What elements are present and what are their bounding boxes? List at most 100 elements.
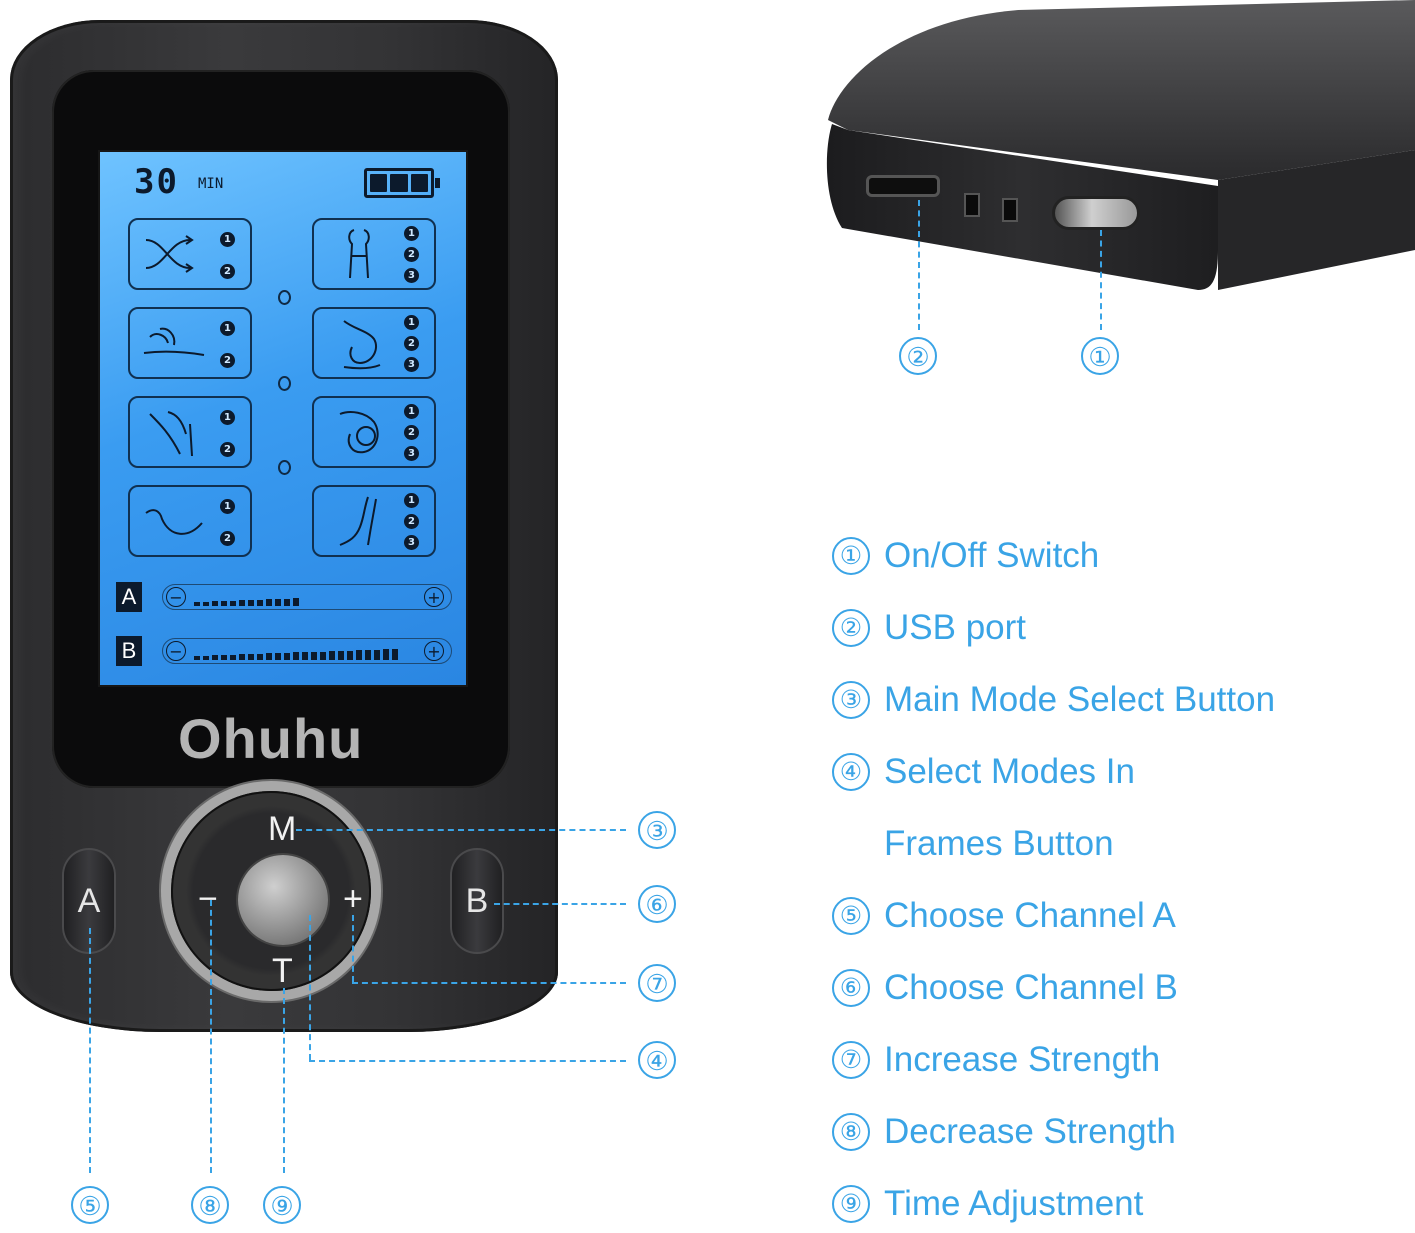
strength-bar — [365, 650, 371, 660]
strength-bar — [284, 599, 290, 606]
frame-num: 1 — [220, 321, 235, 336]
mode-frame-thumb: 1 2 3 — [312, 307, 436, 379]
legend-number: ③ — [832, 681, 870, 719]
strength-bar — [293, 598, 299, 606]
legend-item: ① On/Off Switch — [832, 536, 1099, 576]
channel-b-plus: + — [424, 641, 444, 661]
callout-6: ⑥ — [638, 885, 676, 923]
mode-frame-acupuncture: 1 2 — [128, 396, 252, 468]
frame-num: 2 — [220, 531, 235, 546]
callout-7: ⑦ — [638, 964, 676, 1002]
legend-text: Frames Button — [884, 824, 1114, 863]
channel-a-minus: − — [166, 587, 186, 607]
legend-text: Increase Strength — [884, 1040, 1161, 1079]
frame-num: 1 — [404, 404, 419, 419]
on-off-switch[interactable] — [1052, 196, 1140, 230]
strength-bar — [266, 599, 272, 606]
leader-line — [352, 915, 354, 982]
strength-bar — [356, 650, 362, 660]
leader-line — [283, 988, 285, 1173]
battery-icon — [364, 168, 440, 198]
legend-text: Choose Channel A — [884, 896, 1176, 935]
channel-a-plus: + — [424, 587, 444, 607]
mode-frame-body: 1 2 3 — [312, 218, 436, 290]
strength-bar — [239, 600, 245, 606]
legend-item: ④ Select Modes In — [832, 752, 1135, 792]
hand-massage-icon — [143, 327, 205, 356]
strength-bar — [239, 654, 245, 660]
legend-item: ⑥ Choose Channel B — [832, 968, 1178, 1008]
leader-line — [494, 903, 626, 905]
callout-4: ④ — [638, 1041, 676, 1079]
strength-bar — [257, 600, 263, 606]
frame-num: 2 — [220, 442, 235, 457]
callout-1: ① — [1081, 337, 1119, 375]
strength-bar — [203, 602, 209, 606]
frame-num: 3 — [404, 357, 419, 372]
channel-a-strength-track — [162, 584, 452, 610]
legend-item: ③ Main Mode Select Button — [832, 680, 1275, 720]
strength-bar — [203, 656, 209, 660]
legend-number: ⑥ — [832, 969, 870, 1007]
frame-num: 3 — [404, 446, 419, 461]
frame-separator-dot — [278, 290, 291, 305]
legend-number: ⑨ — [832, 1185, 870, 1223]
strength-bar — [392, 649, 398, 660]
legend-number: ④ — [832, 753, 870, 791]
leader-line — [89, 928, 91, 1173]
leader-line — [1100, 230, 1102, 330]
usb-port[interactable] — [866, 175, 940, 197]
callout-8: ⑧ — [191, 1186, 229, 1224]
strength-bar — [338, 651, 344, 660]
strength-bar — [293, 652, 299, 660]
leader-line — [309, 915, 311, 1060]
strength-bar — [230, 601, 236, 606]
jack-slot — [964, 193, 980, 217]
frame-num: 2 — [404, 425, 419, 440]
strength-bar — [266, 653, 272, 660]
frame-num: 1 — [220, 499, 235, 514]
plus-button[interactable]: + — [343, 880, 363, 918]
minus-button[interactable]: − — [198, 880, 218, 918]
strength-bar — [275, 599, 281, 606]
select-frame-button[interactable] — [238, 855, 328, 945]
leader-line — [918, 200, 920, 330]
strength-bar — [212, 601, 218, 606]
frame-num: 1 — [220, 410, 235, 425]
legend-text: USB port — [884, 608, 1026, 647]
legend-number: ⑧ — [832, 1113, 870, 1151]
frame-num: 3 — [404, 535, 419, 550]
strength-bar — [230, 655, 236, 660]
frame-num: 2 — [404, 247, 419, 262]
channel-b-button[interactable]: B — [450, 848, 504, 954]
mode-button[interactable]: M — [268, 810, 297, 848]
strength-bar — [221, 655, 227, 660]
legend-number: ② — [832, 609, 870, 647]
leader-line — [296, 829, 626, 831]
leg-icon — [339, 496, 377, 546]
jack-slot — [1002, 198, 1018, 222]
body-icon — [348, 229, 370, 279]
legend-text: Choose Channel B — [884, 968, 1178, 1007]
time-button[interactable]: T — [272, 952, 293, 990]
lcd-channel-b-label: B — [116, 636, 142, 666]
brand-logo: Ohuhu — [178, 707, 364, 770]
strength-bar — [347, 651, 353, 660]
leader-line — [210, 900, 212, 1173]
legend-item: ⑤ Choose Channel A — [832, 896, 1176, 936]
strength-bar — [383, 649, 389, 660]
hand-grip-icon — [339, 411, 379, 454]
channel-a-button[interactable]: A — [62, 848, 116, 954]
timer-unit: MIN — [198, 176, 224, 192]
frame-num: 1 — [404, 226, 419, 241]
strength-bar — [212, 655, 218, 660]
legend-text: Time Adjustment — [884, 1184, 1144, 1223]
mode-frame-grip: 1 2 3 — [312, 396, 436, 468]
legend-item: ⑧ Decrease Strength — [832, 1112, 1176, 1152]
legend-text: On/Off Switch — [884, 536, 1100, 575]
strength-bar — [374, 650, 380, 660]
frame-separator-dot — [278, 460, 291, 475]
strength-bar — [275, 653, 281, 660]
strength-bar — [320, 652, 326, 660]
